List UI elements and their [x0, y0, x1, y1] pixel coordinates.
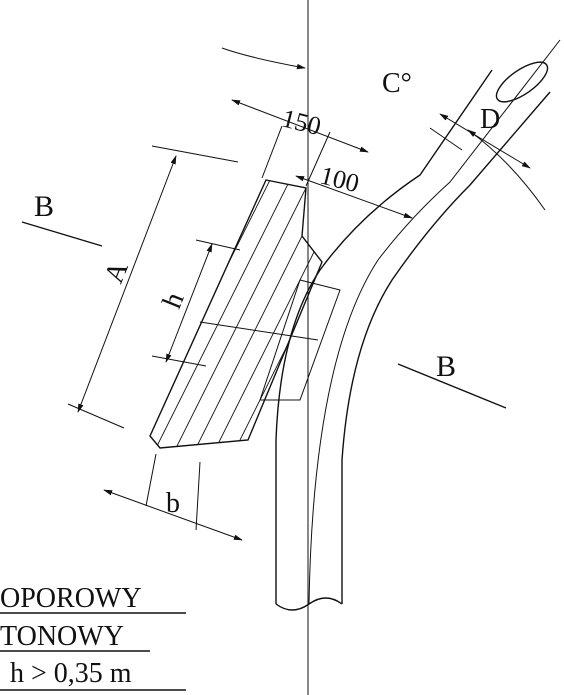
- dim-A-line: [77, 155, 177, 413]
- section-B-right-line: [397, 363, 507, 409]
- angle-C-label: C°: [382, 68, 412, 99]
- pipe-centre-line: [308, 39, 561, 605]
- section-B-left-label: B: [34, 190, 54, 223]
- dim-A-label: A: [99, 256, 136, 287]
- dim-A-extension-2: [67, 403, 125, 429]
- pipe-end-bottom: [275, 597, 343, 611]
- block-mid-line: [199, 321, 319, 341]
- dim-150-extension-1: [261, 125, 283, 179]
- dim-D-extension-1: [429, 127, 463, 151]
- dim-h-extension-1: [195, 239, 241, 251]
- caption-line-3: h > 0,35 m: [10, 658, 132, 689]
- dim-150-line: [231, 99, 369, 153]
- caption-line-1: OPOROWY: [0, 583, 142, 614]
- thrust-block-hatching: [150, 180, 322, 448]
- dim-A-extension-1: [151, 145, 239, 163]
- dim-b-line: [103, 489, 243, 541]
- section-B-left-line: [21, 221, 103, 247]
- angle-arc-right: [467, 129, 546, 211]
- thrust-block-recess: [259, 279, 341, 401]
- dim-100-line: [295, 175, 413, 219]
- dim-h-extension-2: [151, 355, 207, 367]
- dim-b-extension-2: [195, 461, 201, 531]
- dim-D-line: [439, 113, 531, 169]
- dim-h-label: h: [157, 288, 191, 313]
- section-B-right-label: B: [436, 350, 456, 383]
- dim-h-line: [165, 243, 213, 363]
- dim-D-label: D: [480, 104, 500, 135]
- pipe-end-top: [495, 61, 549, 103]
- dim-b-label: b: [166, 488, 180, 519]
- angle-arc: [221, 47, 306, 70]
- caption-line-2: TONOWY: [0, 621, 124, 652]
- dim-150-label: 150: [279, 104, 324, 142]
- dim-100-label: 100: [317, 161, 362, 199]
- pipe-wall-outer: [341, 91, 551, 604]
- dim-b-extension-1: [145, 453, 157, 507]
